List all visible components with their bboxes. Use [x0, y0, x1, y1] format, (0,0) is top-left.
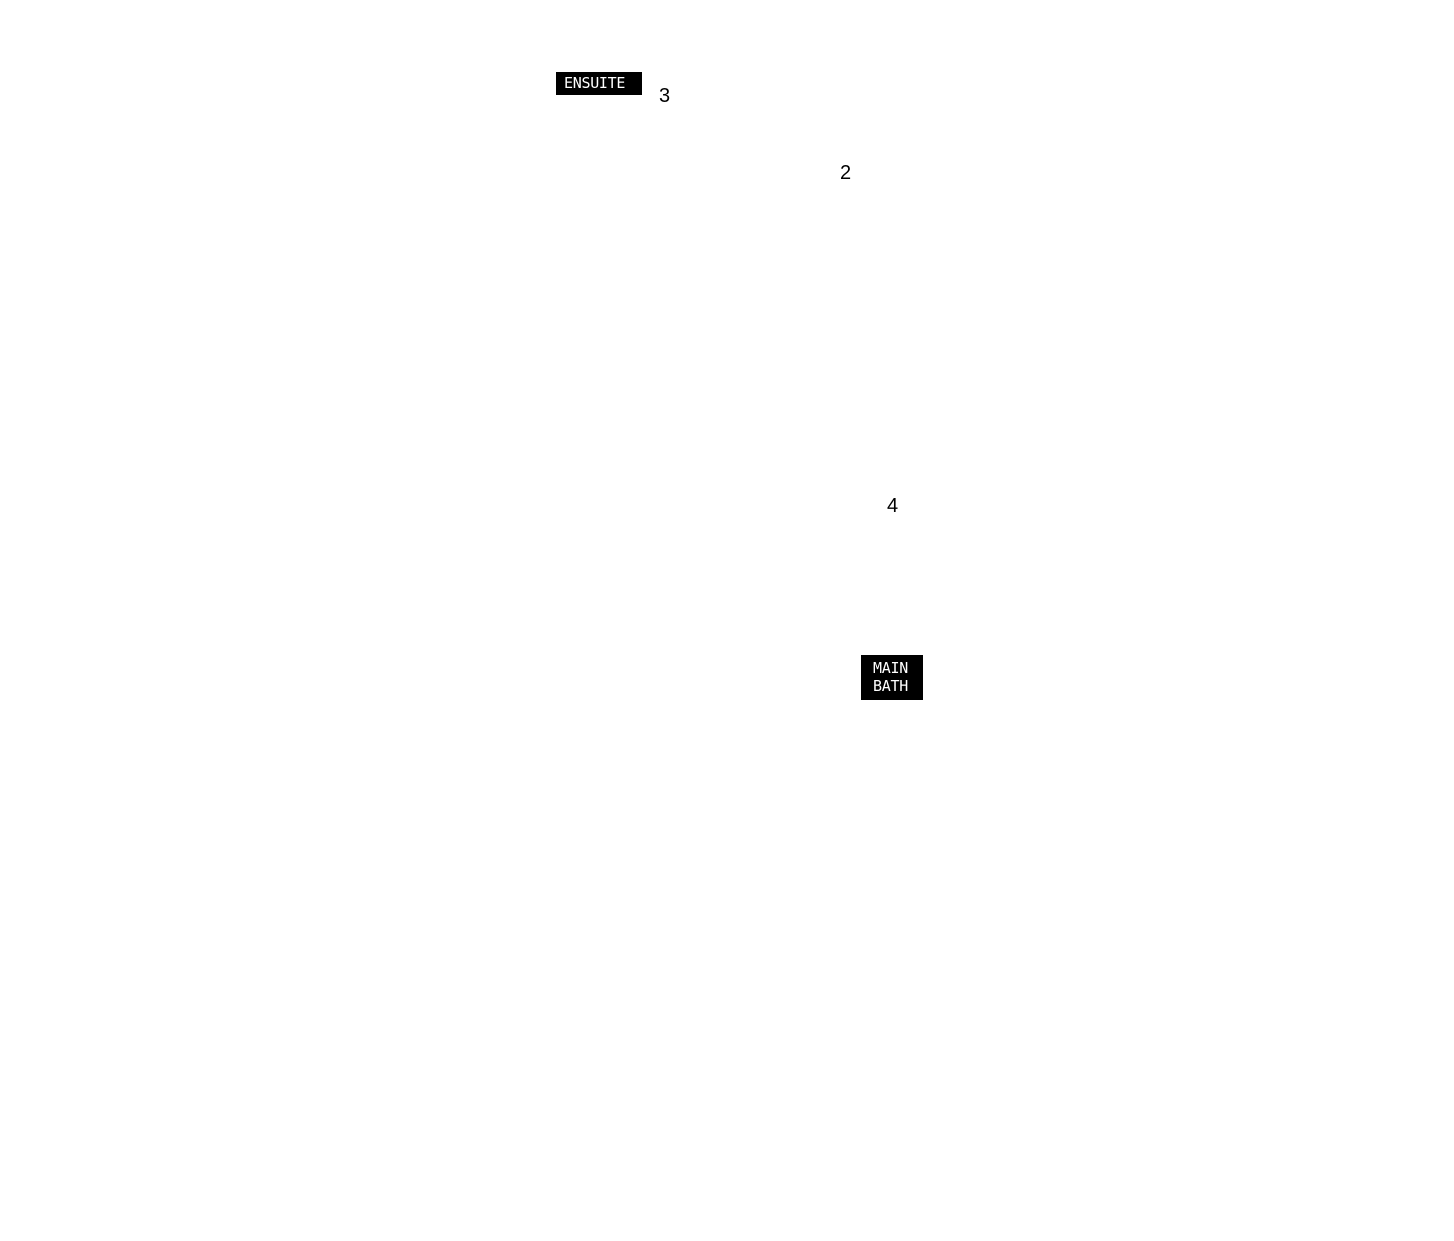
ensuite-room-tag: ENSUITE: [556, 72, 642, 95]
marker-4: 4: [887, 495, 899, 517]
main-bath-room-tag: MAIN BATH: [861, 655, 923, 700]
main-bath-label-line2: BATH: [873, 677, 908, 695]
marker-3: 3: [659, 85, 671, 107]
ensuite-label: ENSUITE: [564, 74, 626, 92]
marker-2: 2: [840, 162, 852, 184]
main-bath-label-line1: MAIN: [873, 659, 908, 677]
